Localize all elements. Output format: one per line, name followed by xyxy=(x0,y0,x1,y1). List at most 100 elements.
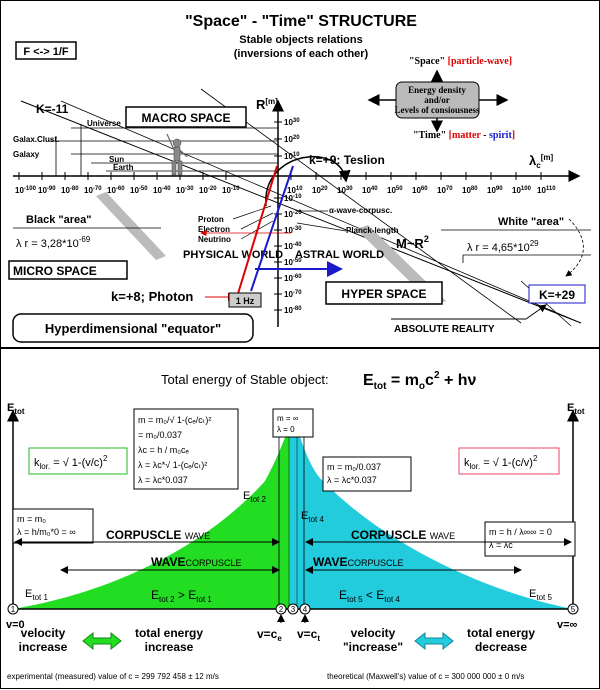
left-mass-box xyxy=(12,508,94,544)
r-tick-label: 10-20 xyxy=(284,210,302,219)
box-line: λ = λc*√ 1-(cₑ/cₜ)² xyxy=(138,460,207,470)
right-mass-box xyxy=(484,521,576,557)
svg-text:4: 4 xyxy=(303,605,308,614)
photon-line xyxy=(236,165,278,298)
svg-text:total energy: total energy xyxy=(467,626,535,640)
center-mass-lines: m = m₀/√ 1-(cₑ/cₜ)² = m₀/0.037 λc = h / m₀… xyxy=(138,415,211,485)
page-title: "Space" - "Time" STRUCTURE xyxy=(185,13,417,30)
lambda-tick-label: 10-70 xyxy=(84,186,102,195)
box-line: m = m₀/√ 1-(cₑ/cₜ)² xyxy=(138,415,211,425)
lambda-tick-label: 1010 xyxy=(287,186,303,195)
teslion-line xyxy=(250,165,294,292)
box-line: m = m₀ xyxy=(17,514,46,524)
box-line: λc = h / m₀cₑ xyxy=(138,445,189,455)
lambda-tick-label: 1070 xyxy=(437,186,453,195)
svg-text:1 Hz: 1 Hz xyxy=(236,296,255,306)
macro-space-label: MACRO SPACE xyxy=(141,111,230,125)
r-tick-label: 10-60 xyxy=(284,274,302,283)
planck-label: Planck-length xyxy=(346,226,399,235)
lambda-r-right: λ r = 4,65*1029 xyxy=(467,239,539,254)
lambda-tick-label: 10-40 xyxy=(153,186,171,195)
lambda-tick-label: 10-30 xyxy=(176,186,194,195)
physical-world-label: PHYSICAL WORLD xyxy=(183,249,283,261)
box-line: λ = h/m₀*0 = ∞ xyxy=(17,527,76,537)
lambda-tick-label: 1050 xyxy=(387,186,403,195)
subtitle-2: (inversions of each other) xyxy=(234,48,369,60)
svg-text:total energy: total energy xyxy=(135,626,203,640)
m-r2-label: M~R2 xyxy=(396,234,429,251)
box-line: λ = λc xyxy=(489,540,513,550)
energy-title: Total energy of Stable object: xyxy=(161,372,329,387)
human-figure-icon xyxy=(166,133,188,176)
e-tot5-label: Etot 5 xyxy=(529,588,552,602)
hyper-equator-box xyxy=(12,313,254,343)
r-axis-label: R[m] xyxy=(256,97,278,112)
svg-text:Universe: Universe xyxy=(87,119,121,128)
corpuscle-wave-left: CORPUSCLE WAVE xyxy=(106,528,210,542)
e-tot2-label: Etot 2 xyxy=(243,490,266,504)
k-plus-29-label: K=+29 xyxy=(539,288,575,302)
left-mass-box-lines: m = m₀ λ = h/m₀*0 = ∞ xyxy=(17,514,76,537)
k-plus-9-label: k=+9: Teslion xyxy=(309,153,385,167)
white-area-label: White "area" xyxy=(498,216,564,228)
top-panel: "Space" - "Time" STRUCTURE Stable object… xyxy=(8,13,591,343)
footer-right: theoretical (Maxwell's) value of c = 300… xyxy=(327,672,524,681)
lambda-axis-label: λc[m] xyxy=(529,153,553,170)
box-line: λ = λc*0.037 xyxy=(327,475,377,485)
k-plus-29-box xyxy=(528,284,586,304)
hyper-space-box xyxy=(325,281,443,305)
lambda-tick-label: 10-80 xyxy=(61,186,79,195)
svg-text:Energy density: Energy density xyxy=(408,85,466,95)
alpha-wave-label: α-wave-corpusc. xyxy=(329,206,392,215)
v-zero-label: v=0 xyxy=(6,619,25,631)
time-legend-label: "Time" [matter - spirit] xyxy=(413,130,515,141)
green-double-arrow-icon xyxy=(82,631,122,651)
energy-formula: Etot = moc2 + hν xyxy=(363,370,477,392)
e-tot-right-label: Etot xyxy=(567,402,585,416)
inequality-right: Etot 5 < Etot 4 xyxy=(339,588,400,604)
box-line: = m₀/0.037 xyxy=(138,430,182,440)
center-spike xyxy=(288,410,298,610)
one-hz-box xyxy=(228,292,262,308)
green-spike xyxy=(265,421,291,609)
energy-density-box xyxy=(395,81,480,119)
v-ct-label: v=ct xyxy=(297,627,320,643)
infinity-box-lines: m = ∞λ = 0 xyxy=(277,414,299,434)
lambda-tick-label: 10-10 xyxy=(222,186,240,195)
r-tick-label: 1020 xyxy=(284,135,300,144)
lambda-tick-label: 1060 xyxy=(412,186,428,195)
svg-text:Sun: Sun xyxy=(109,155,124,164)
k-plus-8-label: k=+8; Photon xyxy=(111,289,193,304)
macro-space-box xyxy=(125,106,247,128)
e-tot4-label: Etot 4 xyxy=(301,510,324,524)
lambda-tick-label: 1020 xyxy=(312,186,328,195)
teslion-arc xyxy=(265,155,351,207)
space-legend-label: "Space" [particle-wave] xyxy=(409,56,512,67)
klor-right-label: klor. = √ 1-(c/v)2 xyxy=(464,454,538,471)
f-inverse-box xyxy=(15,41,77,60)
v-infinity-label: v=∞ xyxy=(557,619,578,631)
wave-corpuscle-right: WAVECORPUSCLE xyxy=(313,555,403,569)
svg-text:and/or: and/or xyxy=(424,95,450,105)
lambda-tick-label: 10-60 xyxy=(107,186,125,195)
r-tick-label: 10-50 xyxy=(284,258,302,267)
r-tick-label: 10-10 xyxy=(284,194,302,203)
lambda-tick-label: 1090 xyxy=(487,186,503,195)
wave-corpuscle-left: WAVECORPUSCLE xyxy=(151,555,241,569)
lambda-tick-label: 10-100 xyxy=(15,186,37,195)
right-mass-box-lines: m = h / λ∞∞ = 0λ = λc xyxy=(489,527,552,550)
green-energy-area xyxy=(13,481,265,609)
hyper-equator-label: Hyperdimensional "equator" xyxy=(45,321,221,336)
r-tick-label: 1010 xyxy=(284,152,300,161)
lambda-tick-label: 1040 xyxy=(362,186,378,195)
lambda-tick-label: 10-20 xyxy=(199,186,217,195)
lambda-tick-label: 1030 xyxy=(337,186,353,195)
box-line: λ = 0 xyxy=(277,425,295,434)
klor-right-box xyxy=(458,447,560,475)
lambda-tick-label: 1080 xyxy=(462,186,478,195)
lambda-r-left: λ r = 3,28*10-69 xyxy=(16,235,91,250)
r-axis-ticks: 10301020101010-1010-2010-3010-4010-5010-… xyxy=(274,118,302,315)
astral-world-label: ASTRAL WORLD xyxy=(295,249,384,261)
box-line: λ = λc*0.037 xyxy=(138,475,188,485)
